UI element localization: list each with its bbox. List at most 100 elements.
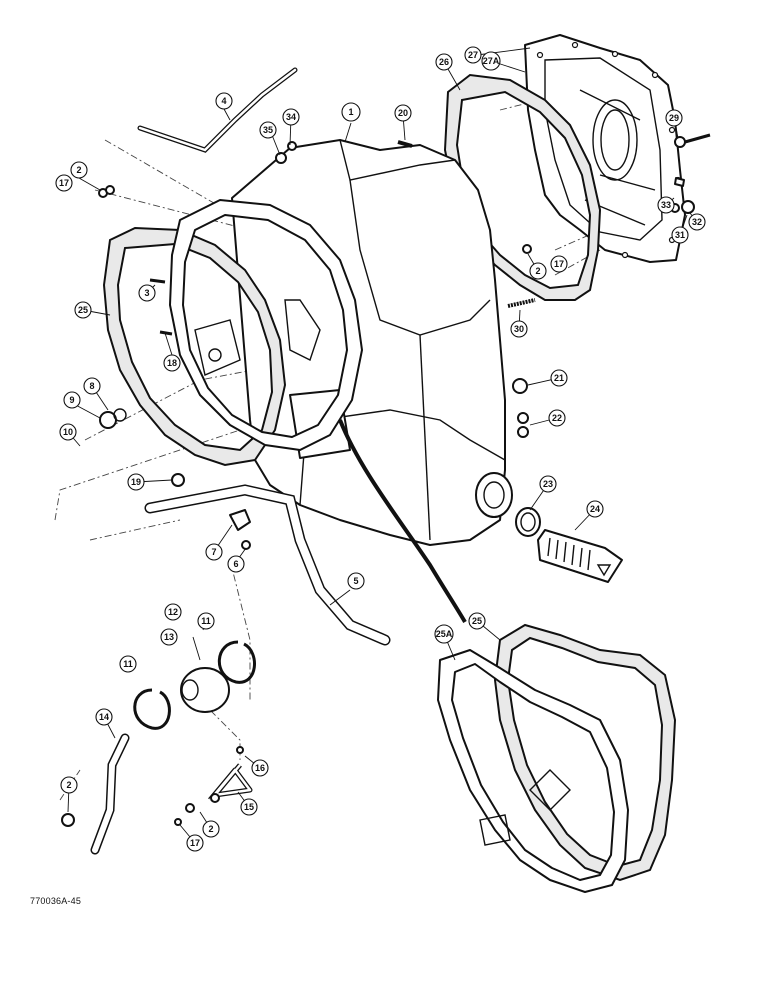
svg-text:3: 3 (144, 288, 149, 298)
callout-25-right: 25 (468, 612, 486, 630)
callout-17-lower: 17 (186, 834, 204, 852)
filter-part-24 (537, 529, 623, 583)
svg-text:2: 2 (76, 165, 81, 175)
svg-text:21: 21 (554, 373, 564, 383)
callout-35: 35 (259, 121, 277, 139)
svg-text:5: 5 (353, 576, 358, 586)
tube-part-4 (137, 67, 298, 153)
svg-text:20: 20 (398, 108, 408, 118)
svg-text:2: 2 (535, 266, 540, 276)
callout-bubbles: 1 2 3 4 5 6 7 8 9 10 11 11 12 13 14 15 1… (55, 46, 706, 852)
callout-14: 14 (95, 708, 113, 726)
callout-8: 8 (83, 377, 101, 395)
figure-id-label: 770036A-45 (30, 896, 82, 906)
callout-11-lower: 11 (119, 655, 137, 673)
svg-text:15: 15 (244, 802, 254, 812)
svg-text:26: 26 (439, 57, 449, 67)
svg-text:22: 22 (552, 413, 562, 423)
svg-text:32: 32 (692, 217, 702, 227)
callout-19: 19 (127, 473, 145, 491)
callout-21: 21 (550, 369, 568, 387)
clamp-rings-part-11 (133, 640, 256, 730)
rear-cover-part-27a (524, 34, 686, 263)
svg-text:27: 27 (468, 50, 478, 60)
callout-23: 23 (539, 475, 557, 493)
svg-text:31: 31 (675, 230, 685, 240)
callout-4: 4 (215, 92, 233, 110)
callout-31: 31 (671, 226, 689, 244)
callout-7: 7 (205, 543, 223, 561)
callout-29: 29 (665, 109, 683, 127)
svg-text:30: 30 (514, 324, 524, 334)
svg-text:2: 2 (208, 824, 213, 834)
callout-17-right: 17 (550, 255, 568, 273)
callout-25-left: 25 (74, 301, 92, 319)
svg-text:11: 11 (201, 616, 211, 626)
callout-22: 22 (548, 409, 566, 427)
svg-text:17: 17 (554, 259, 564, 269)
callout-5: 5 (347, 572, 365, 590)
callout-11-upper: 11 (197, 612, 215, 630)
callout-12: 12 (164, 603, 182, 621)
svg-text:17: 17 (190, 838, 200, 848)
tube-part-14 (90, 733, 130, 855)
callout-16: 16 (251, 759, 269, 777)
svg-text:14: 14 (99, 712, 109, 722)
callout-6: 6 (227, 555, 245, 573)
callout-9: 9 (63, 391, 81, 409)
callout-3: 3 (138, 284, 156, 302)
svg-text:8: 8 (89, 381, 94, 391)
svg-text:13: 13 (164, 632, 174, 642)
svg-text:25: 25 (78, 305, 88, 315)
svg-text:9: 9 (69, 395, 74, 405)
svg-text:12: 12 (168, 607, 178, 617)
callout-1: 1 (341, 102, 361, 122)
svg-text:25A: 25A (436, 629, 453, 639)
svg-text:18: 18 (167, 358, 177, 368)
harness-line (338, 419, 467, 624)
callout-34: 34 (282, 108, 300, 126)
svg-text:1: 1 (348, 107, 353, 117)
callout-27a: 27A (481, 51, 501, 71)
callout-30: 30 (510, 320, 528, 338)
front-adapter-plate (169, 199, 363, 451)
svg-text:19: 19 (131, 477, 141, 487)
svg-text:11: 11 (123, 659, 133, 669)
callout-2: 2 (70, 161, 88, 179)
svg-text:29: 29 (669, 113, 679, 123)
svg-text:33: 33 (661, 200, 671, 210)
callout-17-upper: 17 (55, 174, 73, 192)
callout-33: 33 (657, 196, 675, 214)
svg-text:35: 35 (263, 125, 273, 135)
callout-20: 20 (394, 104, 412, 122)
seal-part-23 (515, 507, 541, 537)
small-fittings (61, 133, 711, 827)
callout-26: 26 (435, 53, 453, 71)
callout-24: 24 (586, 500, 604, 518)
svg-text:4: 4 (221, 96, 226, 106)
callout-27: 27 (464, 46, 482, 64)
callout-2-lower-left: 2 (60, 776, 78, 794)
svg-text:17: 17 (59, 178, 69, 188)
svg-text:24: 24 (590, 504, 600, 514)
callout-13: 13 (160, 628, 178, 646)
fitting-part-13 (180, 667, 230, 713)
svg-text:27A: 27A (483, 56, 500, 66)
svg-text:10: 10 (63, 427, 73, 437)
callout-15: 15 (240, 798, 258, 816)
tube-part-15 (208, 763, 253, 802)
svg-text:34: 34 (286, 112, 296, 122)
callout-32: 32 (688, 213, 706, 231)
svg-text:25: 25 (472, 616, 482, 626)
callout-2-right: 2 (529, 262, 547, 280)
svg-text:7: 7 (211, 547, 216, 557)
callout-2-lower-mid: 2 (202, 820, 220, 838)
svg-text:6: 6 (233, 559, 238, 569)
svg-text:2: 2 (66, 780, 71, 790)
callout-10: 10 (59, 423, 77, 441)
svg-text:23: 23 (543, 479, 553, 489)
callout-25a: 25A (434, 624, 454, 644)
gasket-pair-25-25a (437, 623, 677, 893)
svg-text:16: 16 (255, 763, 265, 773)
